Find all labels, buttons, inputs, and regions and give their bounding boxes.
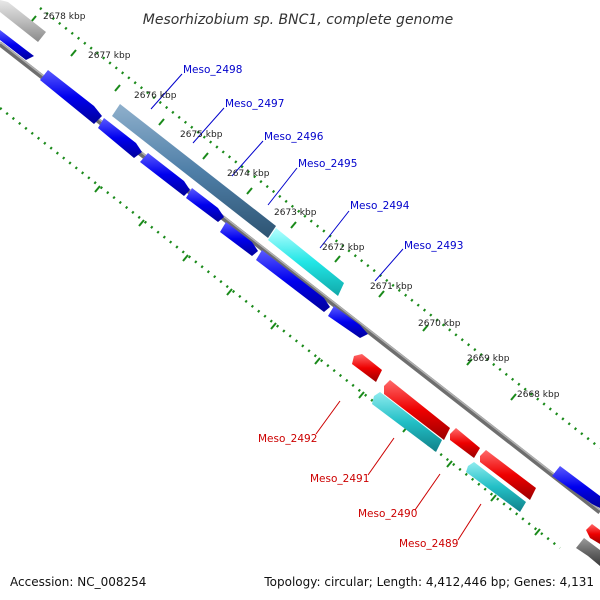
outer-tick-ring — [39, 7, 600, 449]
reverse-leader-lines — [315, 400, 482, 541]
gene-label-forward[interactable]: Meso_2497 — [225, 98, 284, 110]
gene-arrow-teal-a[interactable] — [372, 392, 442, 452]
gene-arrow-blue-g[interactable] — [256, 250, 330, 312]
gene-label-reverse[interactable]: Meso_2491 — [310, 473, 369, 485]
genome-stats-text: Topology: circular; Length: 4,412,446 bp… — [263, 575, 594, 589]
gene-arrow-steel-highlight[interactable] — [112, 104, 276, 238]
gene-arrow-cyan-highlight[interactable] — [268, 228, 344, 296]
kbp-label: 2673 kbp — [274, 208, 317, 218]
gene-arrow-red-e[interactable] — [586, 524, 600, 544]
gene-label-forward[interactable]: Meso_2494 — [350, 200, 410, 212]
kbp-label: 2672 kbp — [322, 243, 365, 253]
kbp-label: 2671 kbp — [370, 282, 413, 292]
kbp-label: 2678 kbp — [43, 12, 86, 22]
gene-label-forward[interactable]: Meso_2498 — [183, 64, 242, 76]
gene-arrow-blue-e[interactable] — [186, 188, 224, 222]
kbp-label: 2674 kbp — [227, 169, 270, 179]
gene-arrow-blue-right-edge[interactable] — [552, 466, 600, 508]
gene-label-reverse[interactable]: Meso_2489 — [399, 538, 458, 550]
inner-tick-ring — [0, 107, 561, 549]
kbp-label: 2670 kbp — [418, 319, 461, 329]
gene-arrow-blue-a[interactable] — [0, 30, 34, 60]
forward-gene-labels: Meso_2498 Meso_2497 Meso_2496 Meso_2495 … — [183, 64, 463, 252]
gene-arrow-blue-c[interactable] — [98, 118, 142, 158]
gene-label-forward[interactable]: Meso_2495 — [298, 158, 357, 170]
gene-arrow-red-b[interactable] — [384, 380, 450, 440]
gene-label-reverse[interactable]: Meso_2490 — [358, 508, 417, 520]
page-title: Mesorhizobium sp. BNC1, complete genome — [143, 12, 454, 28]
gene-label-forward[interactable]: Meso_2493 — [404, 240, 463, 252]
kbp-label: 2675 kbp — [180, 130, 223, 140]
accession-text: Accession: NC_008254 — [10, 575, 146, 589]
gene-arrow-blue-f[interactable] — [220, 222, 258, 256]
forward-strand-track — [0, 0, 368, 338]
reverse-gene-labels: Meso_2492 Meso_2491 Meso_2490 Meso_2489 — [258, 433, 458, 550]
gene-label-forward[interactable]: Meso_2496 — [264, 131, 324, 143]
gene-arrow-red-d[interactable] — [480, 450, 536, 500]
kbp-labels: 2678 kbp 2677 kbp 2676 kbp 2675 kbp 2674… — [43, 12, 560, 400]
gene-arrow-dgray-bottomright[interactable] — [576, 538, 600, 566]
gene-arrow-gray-topleft[interactable] — [0, 0, 46, 42]
gene-arrow-blue-b[interactable] — [40, 70, 102, 124]
gene-arrow-red-c[interactable] — [450, 428, 480, 458]
gene-arrow-red-a[interactable] — [352, 354, 382, 382]
kbp-label: 2668 kbp — [517, 390, 560, 400]
reverse-strand-track — [352, 354, 600, 566]
kbp-label: 2669 kbp — [467, 354, 510, 364]
gene-arrow-blue-d[interactable] — [140, 153, 190, 196]
genome-backbone — [0, 41, 600, 514]
gene-arrow-teal-b[interactable] — [466, 462, 526, 512]
major-ticks — [30, 15, 541, 536]
forward-leader-lines — [150, 73, 404, 282]
kbp-label: 2677 kbp — [88, 51, 131, 61]
kbp-label: 2676 kbp — [134, 91, 177, 101]
gene-arrow-blue-h[interactable] — [328, 306, 368, 338]
gene-label-reverse[interactable]: Meso_2492 — [258, 433, 317, 445]
